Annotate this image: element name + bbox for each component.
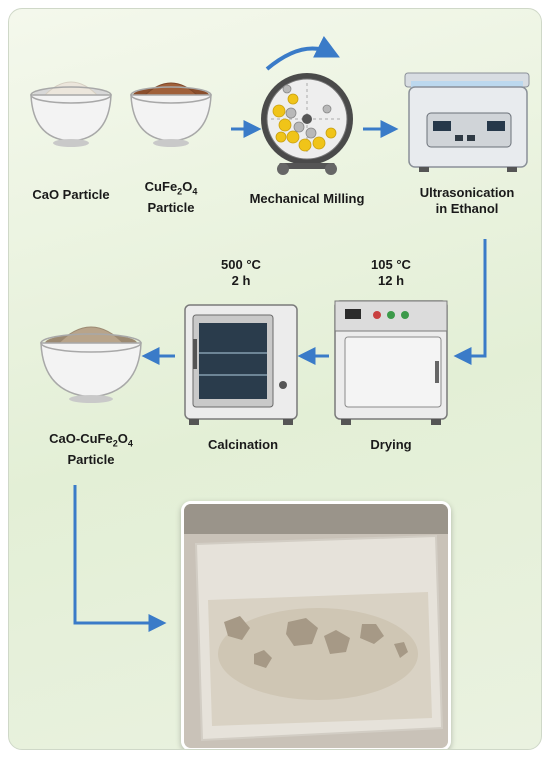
ultrasonication-label: Ultrasonication in Ethanol <box>419 185 515 216</box>
ultrasonic-bath-icon <box>404 72 530 172</box>
bowl-icon <box>40 326 142 403</box>
arrow-ultrasonic-to-drying <box>453 239 487 365</box>
furnace-icon <box>184 304 298 425</box>
calcination-label: Calcination <box>207 437 279 452</box>
ball-mill-icon <box>261 36 353 175</box>
bowl-icon <box>30 81 112 147</box>
flow-diagram: CaO Particle CuFe2O4 Particle Mechanical… <box>8 8 542 750</box>
cufe2o4-particle-label: CuFe2O4 Particle <box>144 179 198 215</box>
drying-label: Drying <box>370 437 412 452</box>
drying-conditions: 105 °C 12 h <box>371 257 411 288</box>
product-photo <box>181 501 451 749</box>
cao-particle-label: CaO Particle <box>32 187 110 202</box>
composite-particle-label: CaO-CuFe2O4 Particle <box>49 431 133 467</box>
mechanical-milling-label: Mechanical Milling <box>249 191 365 206</box>
calcination-conditions: 500 °C 2 h <box>221 257 261 288</box>
drying-oven-icon <box>334 300 448 425</box>
bowl-icon <box>130 82 212 147</box>
arrow-product-to-photo <box>73 485 167 632</box>
flow-arrows <box>73 120 487 632</box>
